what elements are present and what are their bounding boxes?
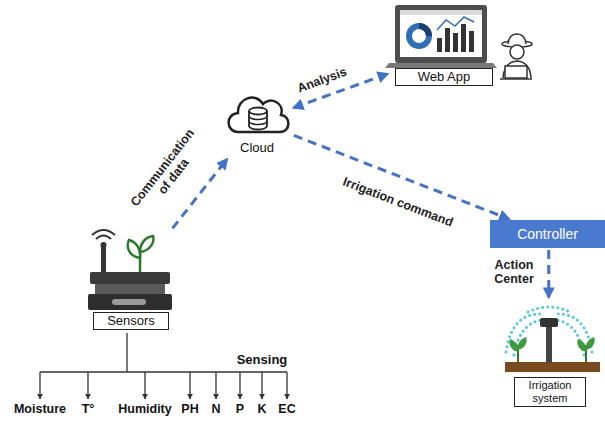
edge-label: Action Center [486, 258, 542, 286]
edge-label: Irrigation command [328, 170, 467, 235]
node-text: Web App [395, 68, 493, 86]
sensor-device-icon [88, 230, 172, 310]
irrigation-label-box: Irrigation system [498, 300, 602, 410]
edge-label: Communication of data [125, 122, 211, 221]
laptop-icon [385, 5, 497, 68]
farmer-icon [500, 34, 532, 79]
controller-box: Controller [490, 220, 605, 248]
app-label-box: Web App [390, 3, 545, 87]
text-holder: Web App [390, 67, 498, 86]
sprinkler-icon [505, 307, 600, 372]
text-holder: Sensors [85, 311, 177, 330]
sensor-parameter: Humidity [118, 402, 171, 417]
dashed-connector [547, 250, 550, 297]
node-text: Cloud [240, 140, 274, 156]
node-text: Controller [517, 226, 578, 242]
sensing-tree [40, 333, 287, 399]
sensor-parameter: PH [181, 402, 198, 417]
sensor-parameter: K [257, 402, 266, 417]
group-label: Sensing [237, 352, 288, 367]
sensor-parameter: Moisture [14, 402, 66, 417]
text-holder: Irrigation system [498, 377, 602, 407]
sensor-parameter: P [236, 402, 244, 417]
node-text: Irrigation system [514, 377, 586, 407]
cloud-node: Cloud [222, 85, 292, 157]
sensor-parameter: T° [82, 402, 95, 417]
node-text: Sensors [93, 312, 169, 330]
sensor-parameter: N [211, 402, 220, 417]
cloud-icon [229, 98, 289, 132]
sensors-label-box: Sensors [85, 230, 177, 332]
sensor-parameter: EC [278, 402, 295, 417]
edge-label: Analysis [285, 61, 359, 99]
text-holder: Cloud [222, 138, 292, 156]
